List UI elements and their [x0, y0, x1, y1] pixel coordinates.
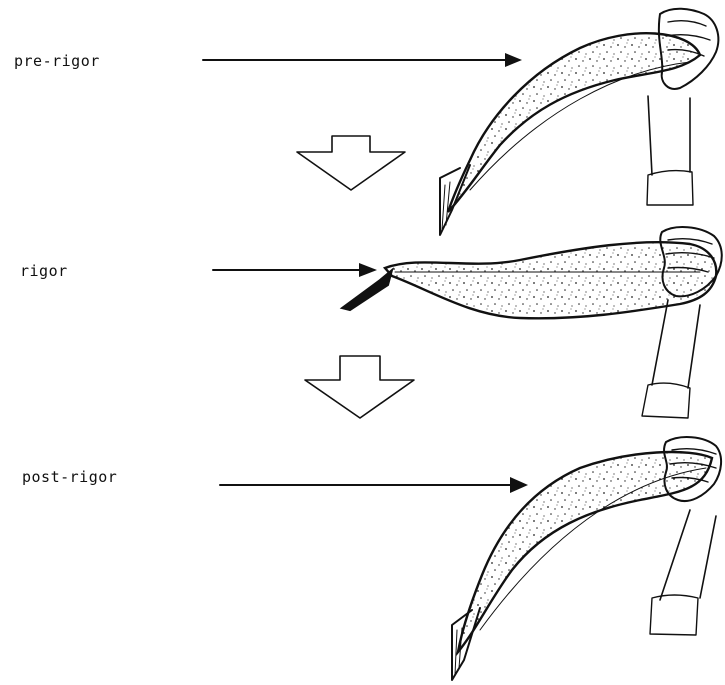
pointer-arrow-post-rigor [220, 477, 528, 493]
down-arrow-icon [305, 356, 414, 418]
fish-stiff-icon [342, 227, 722, 418]
pointer-arrow-rigor [213, 263, 377, 277]
pointer-arrow-pre-rigor [203, 53, 522, 67]
fish-drooping-icon [452, 437, 721, 680]
down-arrow-icon [297, 136, 405, 190]
fish-drooping-icon [440, 9, 718, 235]
